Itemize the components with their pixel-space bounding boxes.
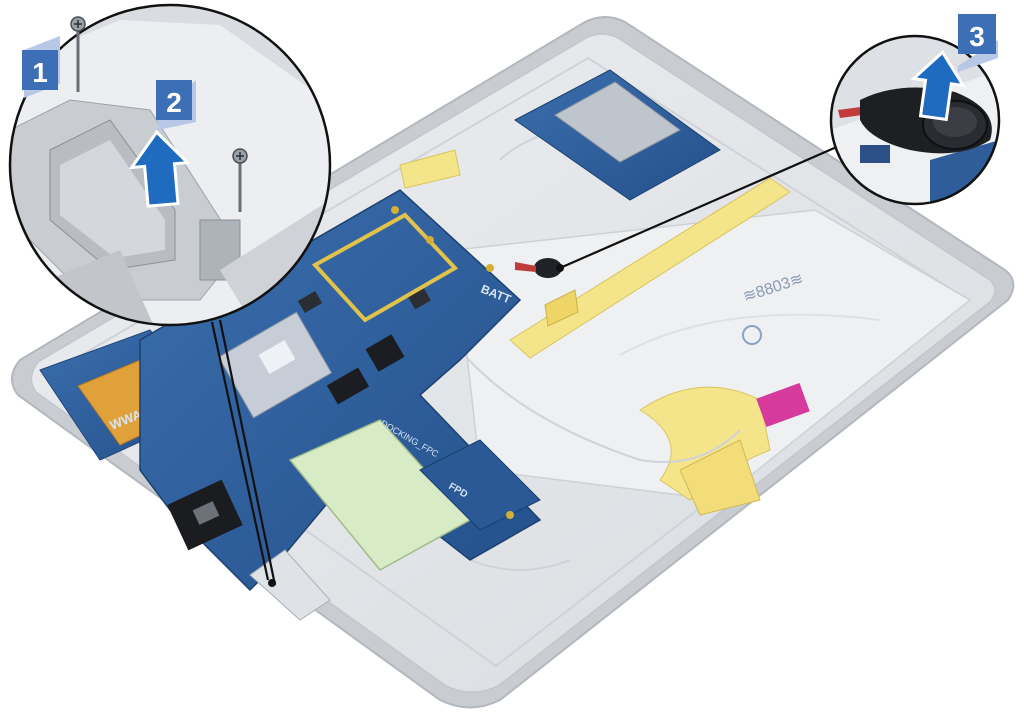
step-number-3: 3 <box>969 21 985 52</box>
callout-anchor <box>556 264 564 272</box>
ribbon-cables <box>399 149 791 516</box>
battery-pack: ≋8803≋ <box>454 209 972 501</box>
callout-leaders <box>210 140 849 586</box>
battery-logo-mark <box>742 325 762 345</box>
screw-icon <box>70 16 86 92</box>
step-number-1: 1 <box>32 57 48 88</box>
step-number-2: 2 <box>166 87 182 118</box>
coin-cell-battery <box>515 258 562 278</box>
memory-chip <box>365 334 405 372</box>
screw-icon <box>232 148 248 212</box>
ssd-bracket <box>249 549 331 621</box>
pink-connector <box>756 383 810 427</box>
lift-arrow-icon <box>910 50 967 122</box>
memory-chip <box>326 367 370 405</box>
wlan-card <box>514 69 721 201</box>
lift-arrow-icon <box>128 129 191 208</box>
step-badge-1: 1 <box>22 36 60 98</box>
step-badge-3: 3 <box>958 14 998 72</box>
callout-anchor <box>268 579 276 587</box>
coin-cell-battery-icon <box>838 87 992 154</box>
step-badge-2: 2 <box>156 80 196 130</box>
